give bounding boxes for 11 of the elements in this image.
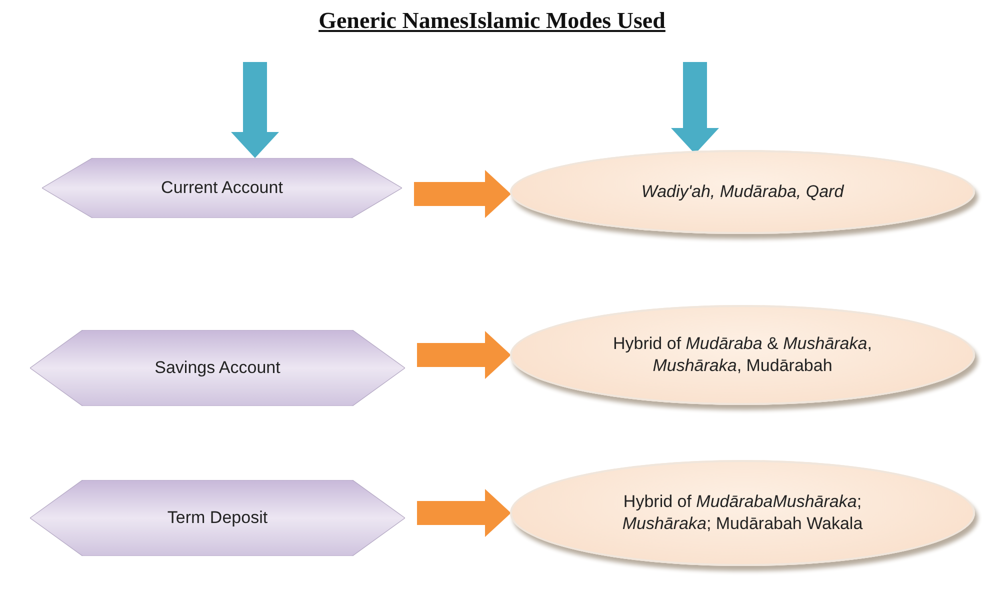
hexagon-box: Current Account <box>42 158 402 218</box>
hexagon-box: Term Deposit <box>30 480 405 556</box>
block-arrow <box>414 170 511 218</box>
title: Generic NamesIslamic Modes Used <box>318 8 666 34</box>
hexagon-box: Savings Account <box>30 330 405 406</box>
oval-box: Hybrid of MudārabaMushāraka; Mushāraka; Mudārabah Wakala <box>510 460 975 566</box>
oval-box: Hybrid of Mudāraba & Mushāraka, Mushāraka, Mudārabah <box>510 305 975 405</box>
block-arrow <box>417 489 511 537</box>
block-arrow <box>417 331 511 379</box>
oval-box: Wadiy'ah, Mudāraba, Qard <box>510 150 975 234</box>
block-arrow <box>231 62 279 158</box>
